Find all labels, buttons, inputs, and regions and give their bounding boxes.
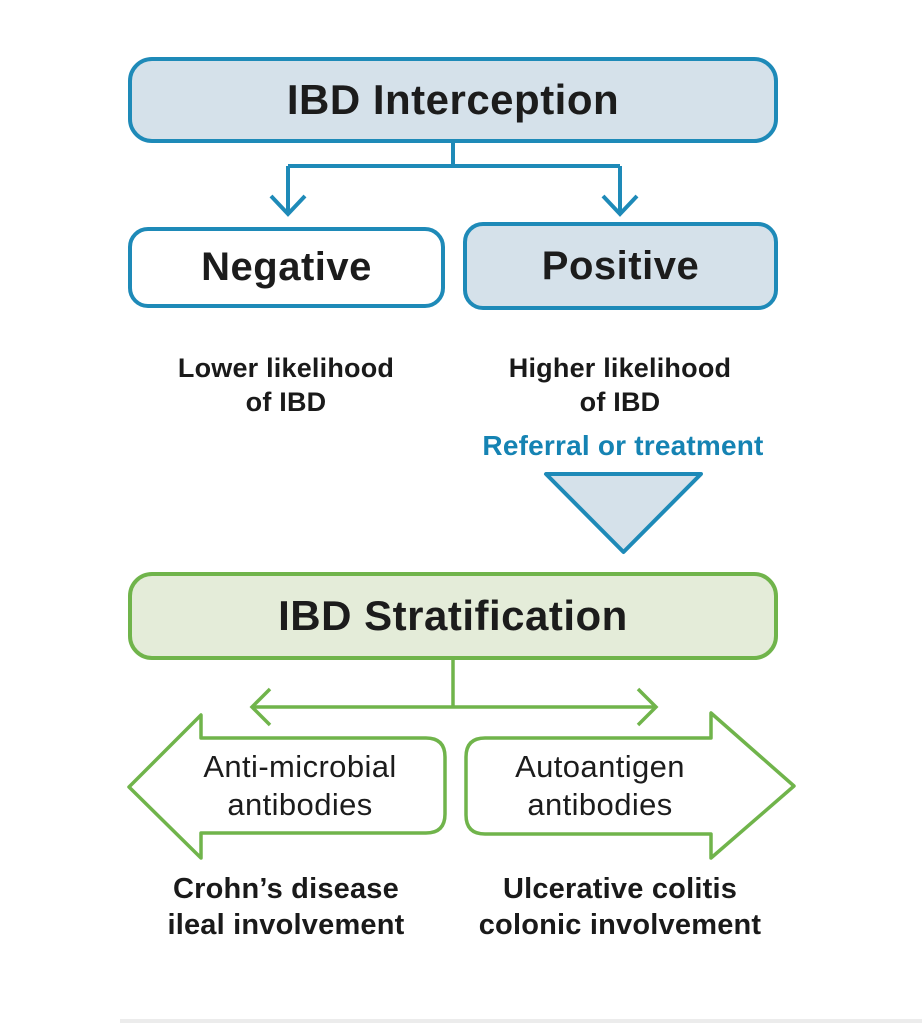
left-arrow-shape [127,713,447,860]
negative-caption: Lower likelihood of IBD [118,351,454,419]
node-ibd-interception: IBD Interception [128,57,778,143]
green-branch-connector [249,660,659,727]
autoantigen-caption-line2: colonic involvement [478,909,762,941]
autoantigen-caption-line1: Ulcerative colitis [502,873,738,905]
right-arrow-shape [464,711,796,860]
antimicrobial-label-line2: antibodies [227,787,373,822]
negative-label: Negative [201,245,372,289]
autoantigen-caption: Ulcerative colitis colonic involvement [450,871,790,943]
referral-label: Referral or treatment [482,430,764,461]
antimicrobial-caption-line2: ileal involvement [167,909,405,941]
autoantigen-label-line2: antibodies [527,787,673,822]
antimicrobial-caption: Crohn’s disease ileal involvement [116,871,456,943]
arrowhead-left-icon [249,687,272,727]
node-positive: Positive [463,222,778,310]
positive-label: Positive [541,243,700,288]
autoantigen-label-line1: Autoantigen [515,749,685,784]
negative-caption-line1: Lower likelihood [177,353,395,383]
ibd-stratification-title: IBD Stratification [278,592,628,639]
referral-caption: Referral or treatment [462,430,784,462]
ibd-interception-title: IBD Interception [286,76,620,123]
node-ibd-stratification: IBD Stratification [128,572,778,660]
antimicrobial-label: Anti-microbial antibodies [150,748,450,824]
autoantigen-label: Autoantigen antibodies [450,748,750,824]
blue-branch-connector [269,143,639,217]
antimicrobial-label-line1: Anti-microbial [203,749,397,784]
negative-caption-line2: of IBD [245,387,327,417]
positive-caption-line2: of IBD [579,387,661,417]
triangle-down-icon [544,472,703,554]
arrowhead-down-right-icon [601,194,639,217]
positive-caption: Higher likelihood of IBD [455,351,785,419]
node-negative: Negative [128,227,445,308]
antimicrobial-caption-line1: Crohn’s disease [173,873,399,905]
arrowhead-right-icon [636,687,659,727]
positive-caption-line1: Higher likelihood [508,353,732,383]
arrowhead-down-left-icon [269,194,307,217]
bottom-divider [120,1019,922,1023]
